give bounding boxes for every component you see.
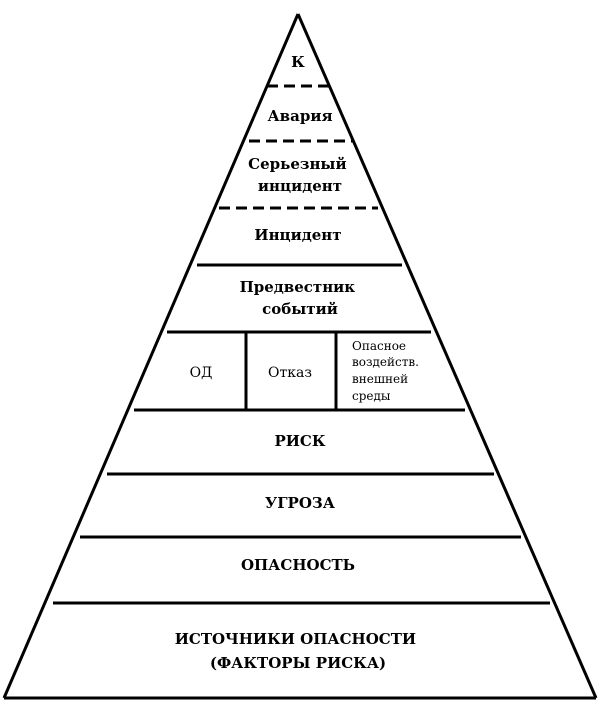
label-serious-incident: Серьезный инцидент [248,155,352,195]
pyramid-right-side [296,13,598,699]
label-serious-incident-line1: Серьезный [248,155,346,173]
label-serious-incident-line2: инцидент [258,177,342,195]
label-od: ОД [190,365,213,381]
label-sources: ИСТОЧНИКИ ОПАСНОСТИ (ФАКТОРЫ РИСКА) [175,630,422,672]
label-threat: УГРОЗА [265,494,336,512]
label-environment-line3: внешней [352,372,408,386]
label-environment-line4: среды [352,389,391,403]
label-environment-line1: Опасное [352,339,406,353]
label-risk: РИСК [274,432,325,450]
label-precursor: Предвестник событий [240,278,361,318]
label-incident: Инцидент [254,226,341,244]
label-sources-line2: (ФАКТОРЫ РИСКА) [210,654,386,672]
label-precursor-line2: событий [262,300,338,318]
label-failure: Отказ [268,365,312,381]
label-top: К [291,53,305,71]
label-environment: Опасное воздейств. внешней среды [352,339,423,403]
label-sources-line1: ИСТОЧНИКИ ОПАСНОСТИ [175,630,416,648]
label-environment-line2: воздейств. [352,355,419,369]
label-precursor-line1: Предвестник [240,278,356,296]
label-accident: Авария [267,107,332,125]
pyramid-left-side [2,13,300,699]
label-danger: ОПАСНОСТЬ [241,556,355,574]
